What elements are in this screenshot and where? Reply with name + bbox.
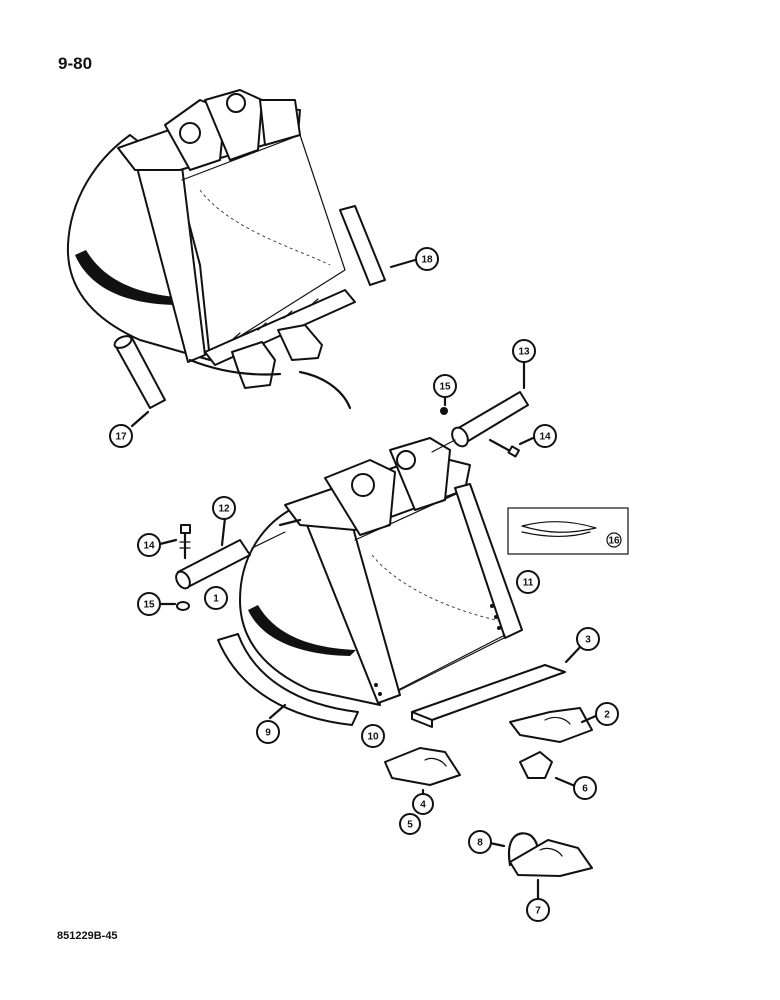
inset-detail: 16	[507, 507, 629, 555]
part-17-pin	[113, 335, 166, 428]
inset-callout-16: 16	[608, 536, 620, 547]
callout-5: 5	[399, 813, 421, 835]
svg-text:2: 2	[604, 710, 610, 721]
lower-bucket-assembly	[239, 437, 523, 706]
callout-18: 18	[415, 247, 439, 271]
part-15-nut-upper	[440, 394, 448, 415]
svg-text:1: 1	[213, 594, 219, 605]
svg-text:13: 13	[518, 347, 530, 358]
callout-8: 8	[468, 830, 492, 854]
part-14-bolt-upper	[488, 436, 535, 458]
svg-text:12: 12	[218, 504, 230, 515]
svg-text:5: 5	[407, 820, 413, 831]
page-number: 9-80	[58, 54, 93, 73]
svg-text:8: 8	[477, 838, 483, 849]
svg-text:4: 4	[420, 800, 426, 811]
svg-text:10: 10	[367, 732, 379, 743]
svg-text:9: 9	[265, 728, 271, 739]
callout-2: 2	[595, 702, 619, 726]
svg-text:15: 15	[439, 382, 451, 393]
callout-11: 11	[516, 570, 540, 594]
callout-1: 1	[204, 586, 228, 610]
callout-9: 9	[256, 720, 280, 744]
upper-bucket-assembly	[66, 89, 356, 410]
part-4-5-tooth-adapter	[384, 747, 461, 806]
callout-10: 10	[361, 724, 385, 748]
callout-15-upper: 15	[433, 374, 457, 398]
callout-14-upper: 14	[533, 424, 557, 448]
svg-text:14: 14	[143, 541, 155, 552]
part-13-pin	[431, 360, 529, 453]
callout-12: 12	[212, 496, 236, 520]
callout-17: 17	[109, 424, 133, 448]
svg-text:7: 7	[535, 906, 541, 917]
part-18-wear-bar	[339, 205, 417, 286]
callout-15-lower: 15	[137, 592, 161, 616]
part-7-adapter	[509, 839, 593, 900]
callouts: 18 17 13 15 14 12 14 1 15 11 3 9 10 2 6 …	[109, 247, 619, 922]
svg-text:14: 14	[539, 432, 551, 443]
svg-text:15: 15	[143, 600, 155, 611]
svg-text:11: 11	[523, 578, 534, 589]
drawing-id: 851229B-45	[57, 930, 118, 942]
svg-text:17: 17	[115, 432, 127, 443]
callout-4: 4	[412, 793, 434, 815]
callout-14-lower: 14	[137, 533, 161, 557]
svg-text:6: 6	[582, 784, 588, 795]
part-2-tooth-adapter	[509, 707, 600, 743]
part-6-tooth-point	[519, 751, 577, 788]
callout-13: 13	[512, 339, 536, 363]
callout-3: 3	[576, 627, 600, 651]
svg-text:18: 18	[421, 255, 433, 266]
svg-text:3: 3	[585, 635, 591, 646]
callout-7: 7	[526, 898, 550, 922]
part-15-nut-lower	[158, 601, 190, 611]
part-14-bolt-lower	[158, 524, 191, 560]
part-12-pin	[175, 516, 286, 590]
callout-6: 6	[573, 776, 597, 800]
part-9-wear-strip	[217, 633, 359, 726]
part-3-cutting-edge	[411, 643, 584, 728]
